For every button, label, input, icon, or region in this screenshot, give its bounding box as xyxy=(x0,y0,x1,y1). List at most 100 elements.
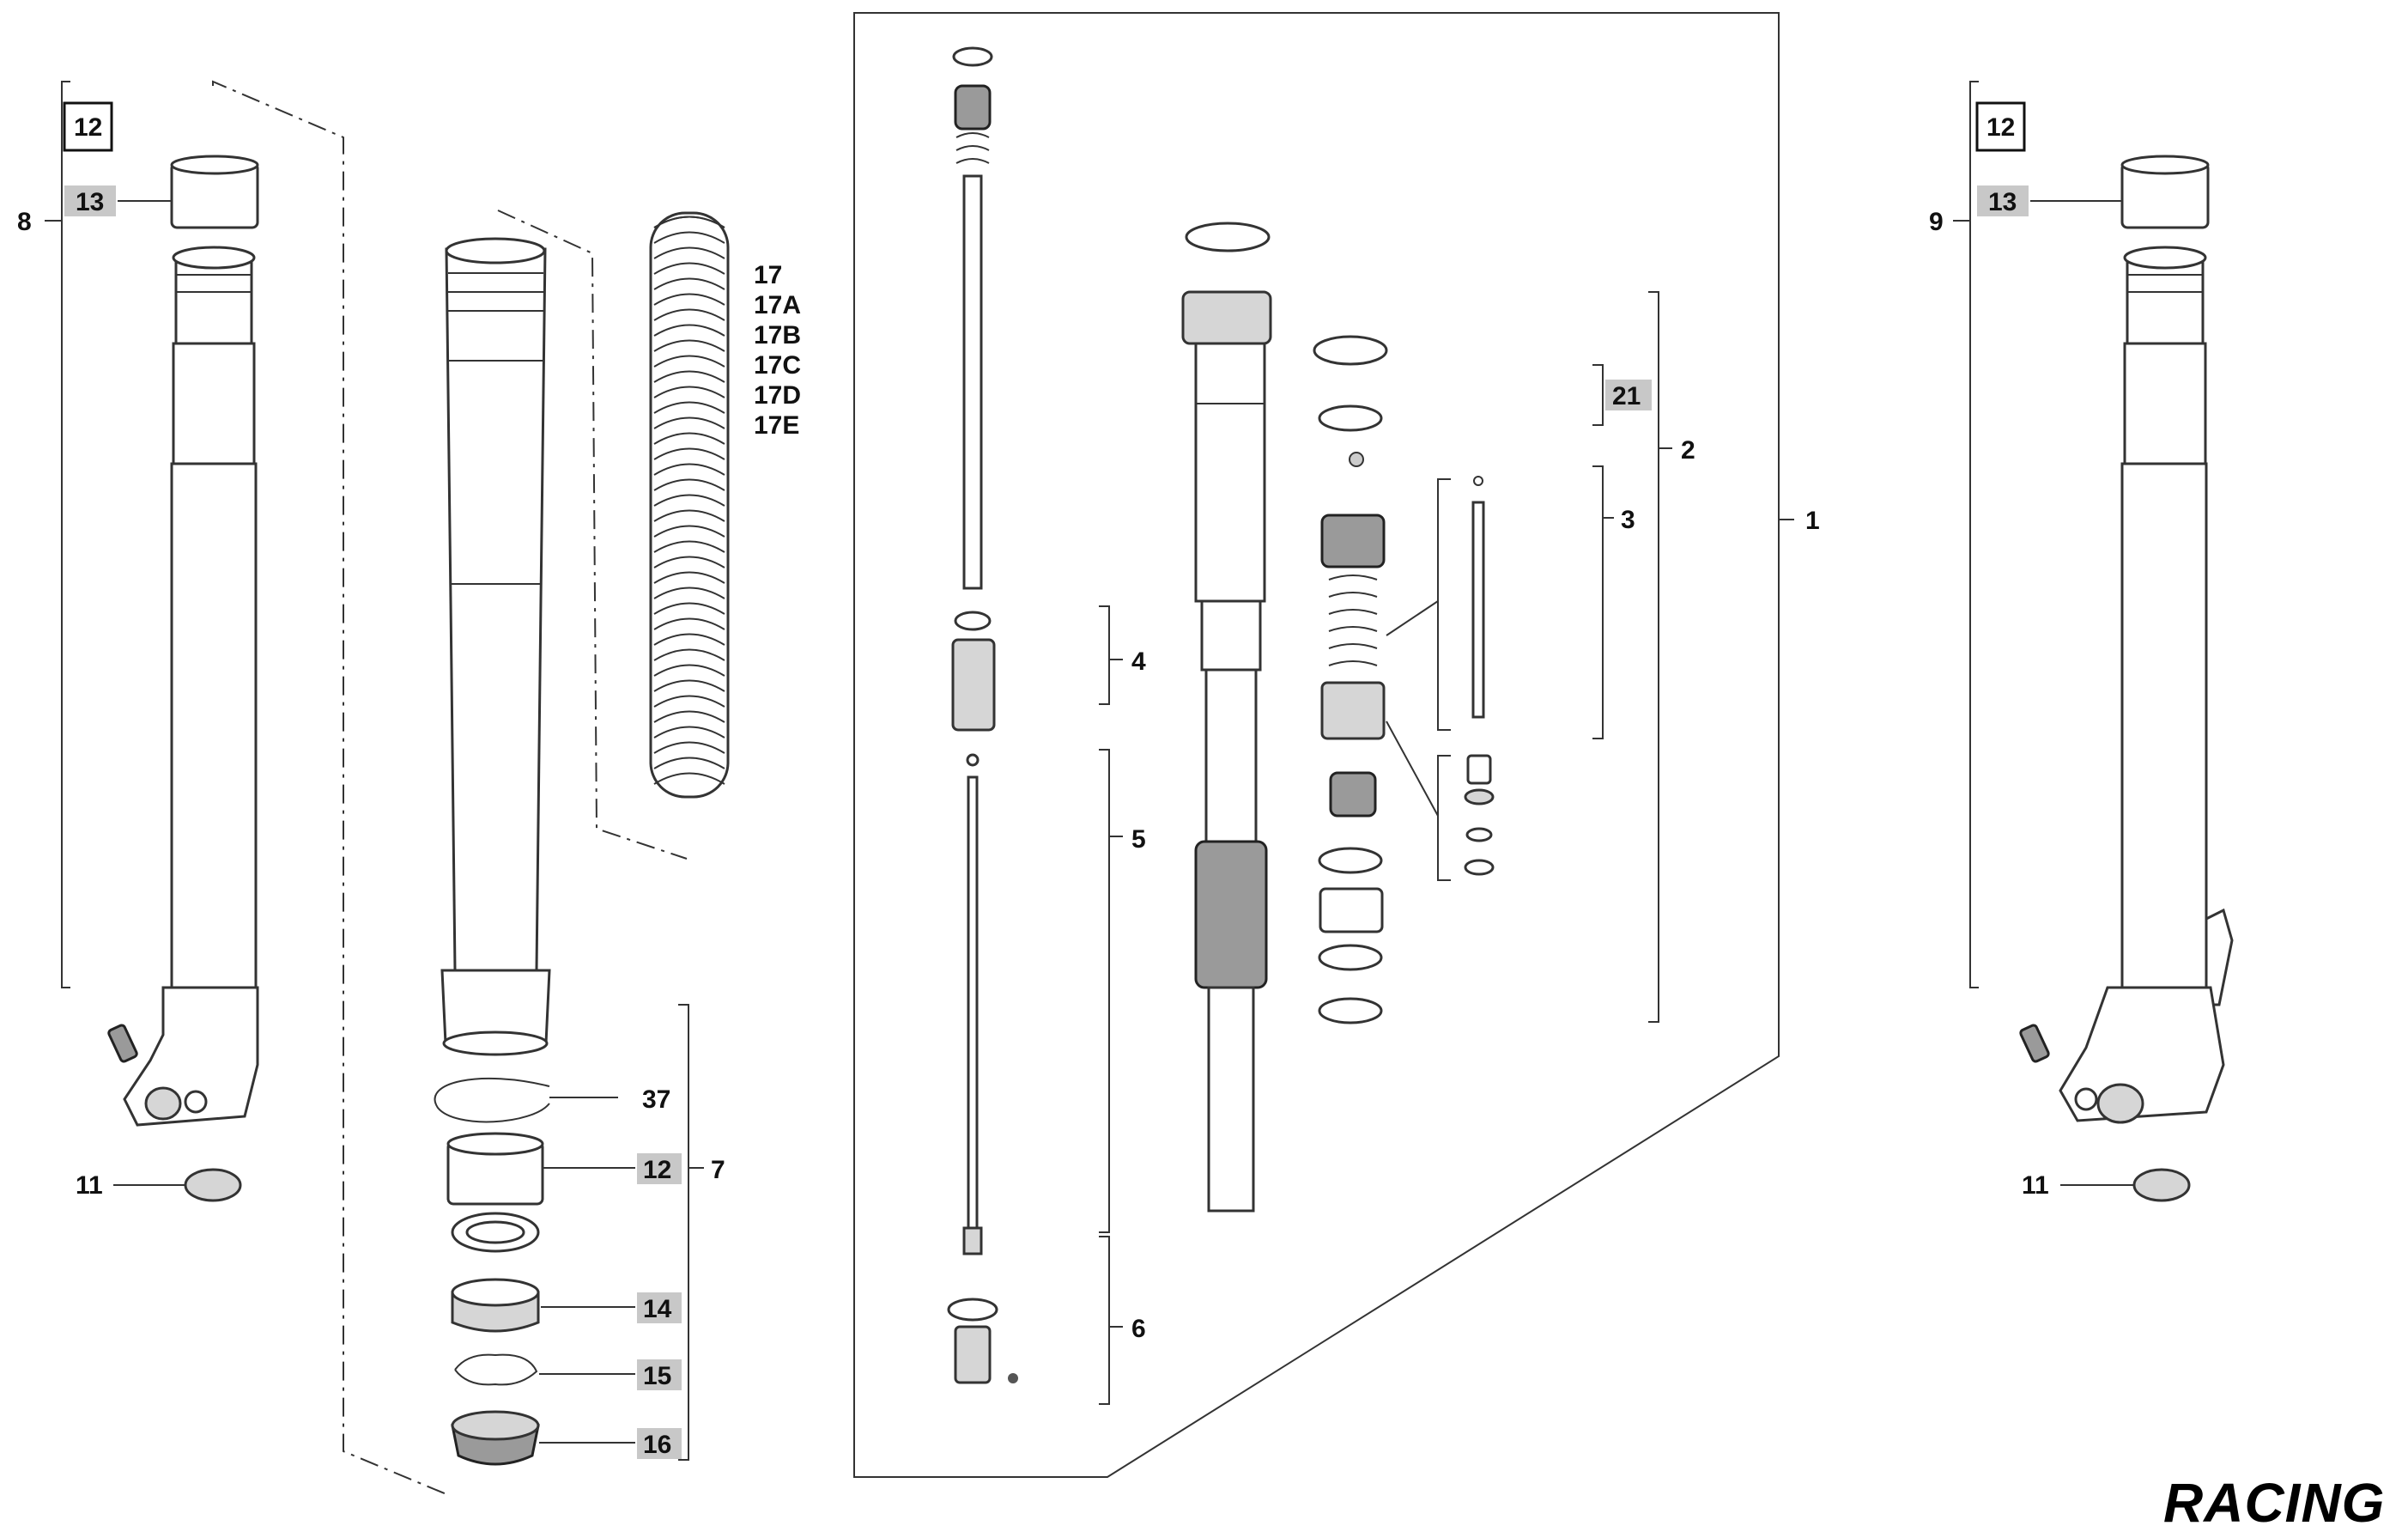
spring-coil xyxy=(653,447,725,460)
left-fork-assembly: 8 12 13 11 xyxy=(17,80,447,1495)
bracket-2 xyxy=(1648,291,1659,1023)
oring-6 xyxy=(947,1298,998,1322)
callout-16: 16 xyxy=(643,1431,671,1459)
outer-tube-top-right xyxy=(2126,256,2205,345)
axle-foot-right xyxy=(2059,986,2225,1122)
fork-spring-17 xyxy=(649,211,730,799)
callout-11-left: 11 xyxy=(76,1171,103,1200)
inner-tube xyxy=(445,247,547,972)
bracket-3 xyxy=(1592,465,1604,739)
cartridge-tube-lower xyxy=(1207,986,1255,1213)
bracket-5 xyxy=(1099,749,1110,1233)
pinch-bolt-right xyxy=(2019,1024,2050,1063)
callout-3: 3 xyxy=(1621,506,1635,534)
spring-coil xyxy=(653,741,725,754)
spring-coil xyxy=(653,664,725,677)
spring-coil xyxy=(653,494,725,507)
spring-coil xyxy=(653,478,725,491)
cartridge-foot xyxy=(1194,840,1268,989)
spring-coil xyxy=(653,695,725,708)
callout-17D: 17D xyxy=(754,381,801,410)
spring-coil xyxy=(653,525,725,538)
spring-coil xyxy=(653,679,725,692)
callout-17B: 17B xyxy=(754,321,801,350)
spring-coil xyxy=(653,370,725,383)
callout-12-mid: 12 xyxy=(643,1156,671,1184)
spring-coil xyxy=(653,262,725,275)
spring-coil xyxy=(653,308,725,321)
piston-rod xyxy=(962,174,983,590)
bracket-8 xyxy=(61,81,70,988)
spring-coil xyxy=(653,540,725,553)
racing-logo: RACING xyxy=(2163,1472,2385,1534)
bracket-4 xyxy=(1099,605,1110,705)
spring-coil xyxy=(653,416,725,429)
spring-coil xyxy=(653,231,725,244)
oring-b xyxy=(1318,404,1383,432)
spring-coil xyxy=(653,324,725,337)
axle-nut-right xyxy=(2132,1168,2191,1202)
base-valve-4 xyxy=(951,638,996,732)
spring-coil xyxy=(653,246,725,259)
callout-17: 17 xyxy=(754,261,782,289)
bracket-needle xyxy=(1437,478,1451,731)
adjuster-rod-5 xyxy=(967,775,979,1234)
spring-coil xyxy=(653,602,725,615)
callout-13-left: 13 xyxy=(76,188,104,216)
oring-a xyxy=(1313,335,1388,366)
bracket-shims xyxy=(1437,755,1451,881)
spring-coil xyxy=(653,432,725,445)
cartridge-frame xyxy=(853,12,1780,1478)
callout-13-right: 13 xyxy=(1988,188,2017,216)
bracket-6 xyxy=(1099,1236,1110,1405)
spring-coil xyxy=(653,556,725,568)
spring-coil xyxy=(653,648,725,661)
spring-coil xyxy=(653,277,725,290)
callout-15: 15 xyxy=(643,1362,671,1390)
spring-coil xyxy=(653,571,725,584)
callout-14: 14 xyxy=(643,1295,672,1323)
cartridge-panel: 1 4 5 6 xyxy=(853,12,1820,1478)
bottom-valve-6 xyxy=(954,1325,992,1384)
callout-12-box-left xyxy=(63,101,113,152)
pinch-bolt-left xyxy=(107,1024,138,1063)
callout-6: 6 xyxy=(1131,1315,1146,1343)
cartridge-tube-upper xyxy=(1194,342,1266,603)
needle-rod xyxy=(1471,501,1485,719)
tag-13-left-bg xyxy=(64,185,116,216)
spring-coil xyxy=(653,463,725,476)
cartridge-cap xyxy=(1181,290,1272,345)
right-fork-assembly: 9 12 13 11 xyxy=(1929,81,2234,1202)
callout-1: 1 xyxy=(1805,507,1820,535)
callout-12-left: 12 xyxy=(74,113,102,142)
inner-tube-assembly: 17 17A 17B 17C 17D 17E 7 37 12 14 15 xyxy=(434,210,801,1466)
callout-2: 2 xyxy=(1681,436,1695,465)
spring-coil xyxy=(653,772,725,785)
spring-coil xyxy=(653,726,725,739)
cartridge-tube-mid xyxy=(1204,668,1258,843)
outer-tube-right xyxy=(2120,462,2208,989)
callout-7: 7 xyxy=(711,1156,725,1184)
assembly-line-left xyxy=(212,80,447,1495)
spring-coil xyxy=(653,386,725,398)
bushing-cartridge xyxy=(1319,887,1384,933)
callout-4: 4 xyxy=(1131,647,1146,676)
callout-17C: 17C xyxy=(754,351,801,380)
bracket-7 xyxy=(678,1004,689,1461)
valve-piston xyxy=(1329,771,1377,818)
outer-tube-top-left xyxy=(174,256,253,345)
spring-coil xyxy=(653,401,725,414)
axle-nut-left xyxy=(184,1168,242,1202)
spring-coil xyxy=(653,757,725,769)
rod-ring xyxy=(954,611,992,631)
retaining-clip-15 xyxy=(454,1353,538,1386)
callout-17E: 17E xyxy=(754,411,799,440)
callout-17A: 17A xyxy=(754,291,801,319)
outer-tube-left xyxy=(170,462,258,989)
top-ring xyxy=(952,46,993,67)
callout-21: 21 xyxy=(1612,382,1641,410)
callout-8: 8 xyxy=(17,208,32,236)
spring-coil xyxy=(653,339,725,352)
callout-12-right: 12 xyxy=(1986,113,2015,142)
